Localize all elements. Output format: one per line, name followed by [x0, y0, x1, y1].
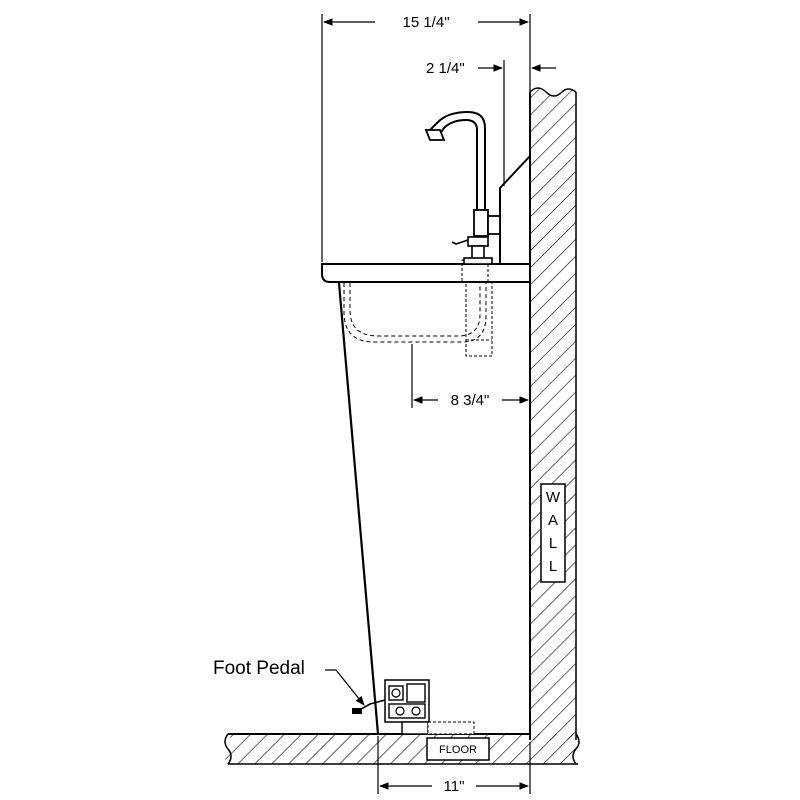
- sink-bowl-hidden: [343, 283, 487, 343]
- foot-pedal-label: Foot Pedal: [213, 658, 305, 679]
- wall-letter-2: A: [548, 512, 558, 529]
- dimension-overall-depth: 15 1/4": [321, 14, 531, 262]
- foot-pedal-assembly: [352, 679, 475, 735]
- wall-label-box: W A L L: [540, 483, 566, 583]
- dimension-base-depth: 11": [377, 736, 531, 795]
- drain-to-wall-value: 8 3/4": [451, 392, 490, 409]
- dimension-wall-offset: 2 1/4": [426, 60, 556, 186]
- sink-pedestal: [337, 282, 530, 735]
- wall: [529, 87, 577, 740]
- wall-offset-value: 2 1/4": [426, 60, 465, 77]
- sink-deck: [321, 263, 531, 283]
- faucet: [424, 110, 501, 237]
- drain-valve-hidden: [461, 259, 493, 357]
- overall-depth-value: 15 1/4": [402, 14, 449, 31]
- base-depth-value: 11": [444, 778, 465, 795]
- floor: [224, 733, 580, 765]
- soap-dispenser: [451, 236, 493, 265]
- wall-letter-3: L: [549, 535, 557, 552]
- dimension-drain-to-wall: 8 3/4": [411, 344, 529, 409]
- wall-letter-1: W: [546, 489, 561, 506]
- floor-label-box: FLOOR: [426, 737, 490, 761]
- foot-pedal-callout: Foot Pedal: [213, 658, 365, 706]
- wall-letter-4: L: [549, 558, 557, 575]
- floor-label: FLOOR: [439, 744, 477, 756]
- backsplash: [499, 155, 531, 264]
